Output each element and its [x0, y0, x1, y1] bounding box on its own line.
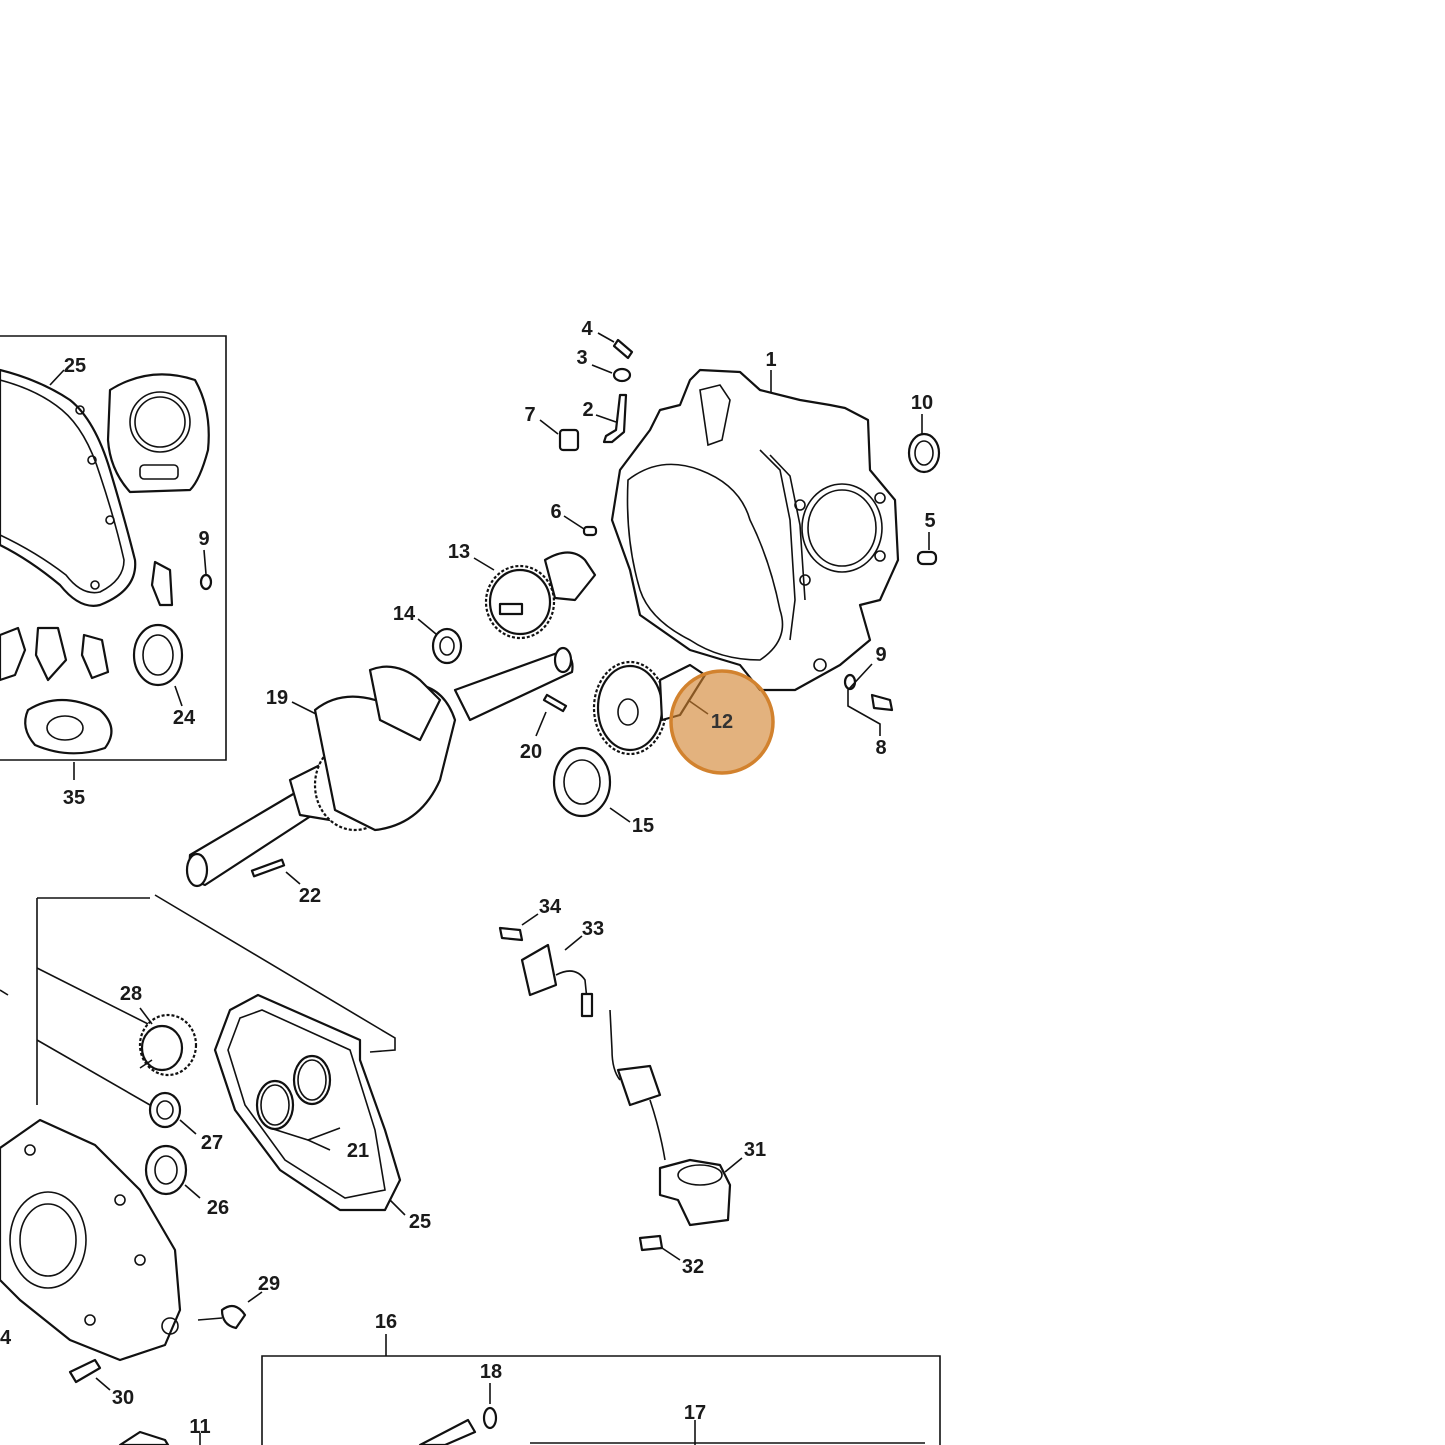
- callout-11[interactable]: 11: [189, 1416, 210, 1438]
- callout-12[interactable]: 12: [711, 711, 733, 733]
- callout-34[interactable]: 34: [539, 896, 562, 918]
- callout-3[interactable]: 3: [576, 347, 587, 369]
- callout-15[interactable]: 15: [632, 815, 654, 837]
- callout-labels: 1 2 3 4 5 6 7 8 9 9 10 11 12 13 14 15 16…: [0, 318, 936, 1438]
- callout-21[interactable]: 21: [347, 1140, 369, 1162]
- bottom-kit-box: [118, 1334, 941, 1445]
- seals-and-pins: [563, 414, 941, 736]
- callout-13[interactable]: 13: [448, 541, 470, 563]
- callout-5[interactable]: 5: [924, 510, 935, 532]
- callout-24-partial[interactable]: 4: [0, 1327, 12, 1349]
- callout-4[interactable]: 4: [581, 318, 593, 340]
- cylinder-block-part: [610, 368, 900, 692]
- callout-16[interactable]: 16: [375, 1311, 397, 1333]
- callout-6[interactable]: 6: [550, 501, 561, 523]
- callout-28[interactable]: 28: [120, 983, 142, 1005]
- callout-31[interactable]: 31: [744, 1139, 766, 1161]
- callout-25-gasket[interactable]: 25: [409, 1211, 431, 1233]
- callout-10[interactable]: 10: [911, 392, 933, 414]
- bearing-15: [552, 746, 631, 823]
- crankcase-cover-part: [0, 1118, 182, 1362]
- callout-9-kit[interactable]: 9: [198, 528, 209, 550]
- callout-1[interactable]: 1: [765, 349, 776, 371]
- callout-32[interactable]: 32: [682, 1256, 704, 1278]
- callout-27[interactable]: 27: [201, 1132, 223, 1154]
- callout-25-kit[interactable]: 25: [64, 355, 86, 377]
- callout-24[interactable]: 24: [173, 707, 196, 729]
- governor-gear-part: [473, 551, 597, 640]
- bearing-14: [417, 618, 463, 665]
- callout-9-engine[interactable]: 9: [875, 644, 886, 666]
- gasket-set-box: [0, 335, 227, 780]
- governor-arm-parts: [539, 332, 634, 452]
- seals-27-26: [144, 1091, 201, 1199]
- callout-14[interactable]: 14: [393, 603, 416, 625]
- callout-30[interactable]: 30: [112, 1387, 134, 1409]
- assembly-bracket-lines: [0, 894, 396, 1106]
- highlight-marker: [669, 669, 775, 775]
- governor-assembly-part: [138, 1007, 198, 1077]
- drain-plug-and-bolt: [68, 1291, 263, 1391]
- cover-gasket-part: [213, 993, 406, 1216]
- callout-33[interactable]: 33: [582, 918, 604, 940]
- callout-19[interactable]: 19: [266, 687, 288, 709]
- callout-26[interactable]: 26: [207, 1197, 229, 1219]
- callout-18[interactable]: 18: [480, 1361, 502, 1383]
- callout-35[interactable]: 35: [63, 787, 85, 809]
- callout-20[interactable]: 20: [520, 741, 542, 763]
- ignition-coil-part: [638, 1157, 743, 1261]
- callout-7[interactable]: 7: [524, 404, 535, 426]
- callout-8[interactable]: 8: [875, 737, 886, 759]
- callout-22[interactable]: 22: [299, 885, 321, 907]
- callout-2[interactable]: 2: [582, 399, 593, 421]
- callout-17[interactable]: 17: [684, 1402, 706, 1424]
- crankshaft-part: [185, 646, 574, 888]
- ignition-module-parts: [498, 913, 666, 1161]
- callout-29[interactable]: 29: [258, 1273, 280, 1295]
